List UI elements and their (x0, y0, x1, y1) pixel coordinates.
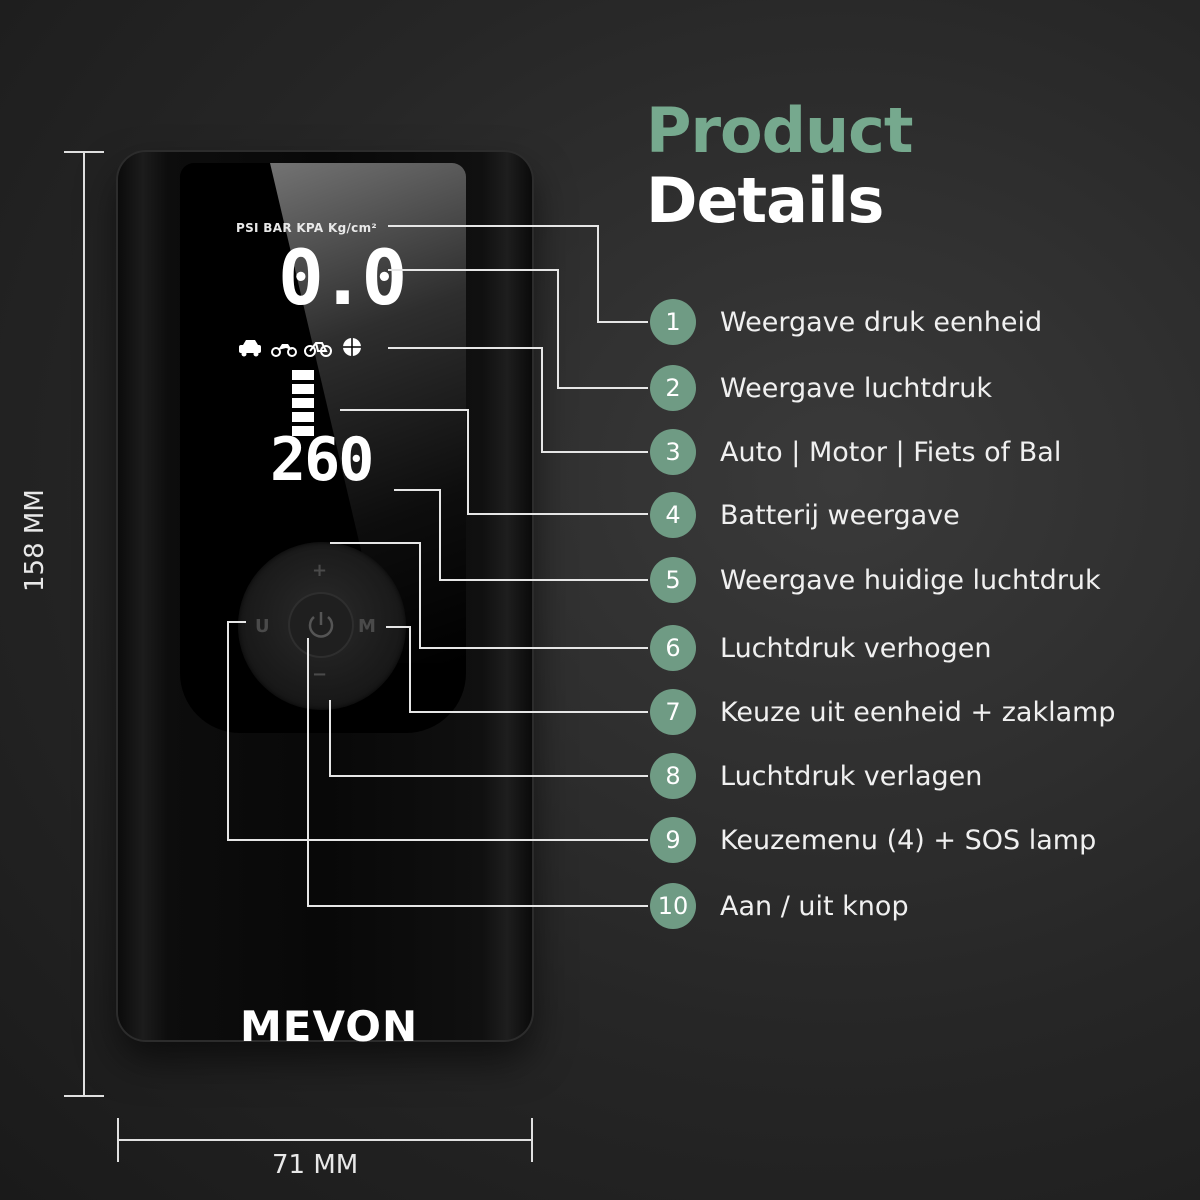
width-dimension-label: 71 MM (272, 1150, 359, 1180)
callout-number: 10 (650, 883, 696, 929)
plus-button[interactable]: + (312, 560, 328, 581)
callout-number: 8 (650, 753, 696, 799)
car-icon (239, 340, 261, 357)
callout-number: 1 (650, 299, 696, 345)
callout-number: 6 (650, 625, 696, 671)
battery-indicator (292, 370, 314, 440)
pressure-readout: 0.0 (278, 233, 407, 322)
callout-item: 2 Weergave luchtdruk (650, 365, 992, 411)
callout-item: 7 Keuze uit eenheid + zaklamp (650, 689, 1116, 735)
minus-button[interactable]: − (312, 664, 328, 685)
brand-logo: MEVON (240, 1002, 419, 1051)
callout-label: Batterij weergave (720, 499, 960, 531)
callout-number: 3 (650, 429, 696, 475)
callout-label: Aan / uit knop (720, 890, 909, 922)
callout-label: Weergave luchtdruk (720, 372, 992, 404)
bicycle-icon (304, 342, 332, 357)
callout-label: Luchtdruk verhogen (720, 632, 992, 664)
callout-label: Weergave huidige luchtdruk (720, 564, 1101, 596)
callout-number: 7 (650, 689, 696, 735)
callout-item: 9 Keuzemenu (4) + SOS lamp (650, 817, 1096, 863)
callout-item: 4 Batterij weergave (650, 492, 960, 538)
callout-item: 5 Weergave huidige luchtdruk (650, 557, 1101, 603)
callout-label: Auto | Motor | Fiets of Bal (720, 436, 1062, 468)
mode-icons (236, 336, 366, 358)
motorcycle-icon (271, 344, 297, 357)
callout-item: 8 Luchtdruk verlagen (650, 753, 982, 799)
callout-item: 6 Luchtdruk verhogen (650, 625, 992, 671)
ball-icon (343, 338, 361, 356)
pressure-units-text: PSI BAR KPA Kg/cm² (236, 221, 377, 235)
callout-number: 5 (650, 557, 696, 603)
callout-item: 3 Auto | Motor | Fiets of Bal (650, 429, 1061, 475)
callout-number: 4 (650, 492, 696, 538)
power-icon (308, 612, 334, 638)
m-button[interactable]: M (358, 616, 376, 637)
callout-item: 1 Weergave druk eenheid (650, 299, 1042, 345)
title-details: Details (646, 164, 884, 237)
callout-label: Luchtdruk verlagen (720, 760, 983, 792)
callout-number: 2 (650, 365, 696, 411)
callout-number: 9 (650, 817, 696, 863)
power-button[interactable] (290, 594, 352, 656)
callout-label: Keuzemenu (4) + SOS lamp (720, 824, 1097, 856)
callout-label: Weergave druk eenheid (720, 306, 1043, 338)
callout-item: 10 Aan / uit knop (650, 883, 909, 929)
current-pressure-readout: 260 (270, 425, 374, 495)
u-button[interactable]: U (255, 616, 270, 637)
title-product: Product (646, 94, 914, 167)
callout-label: Keuze uit eenheid + zaklamp (720, 696, 1116, 728)
